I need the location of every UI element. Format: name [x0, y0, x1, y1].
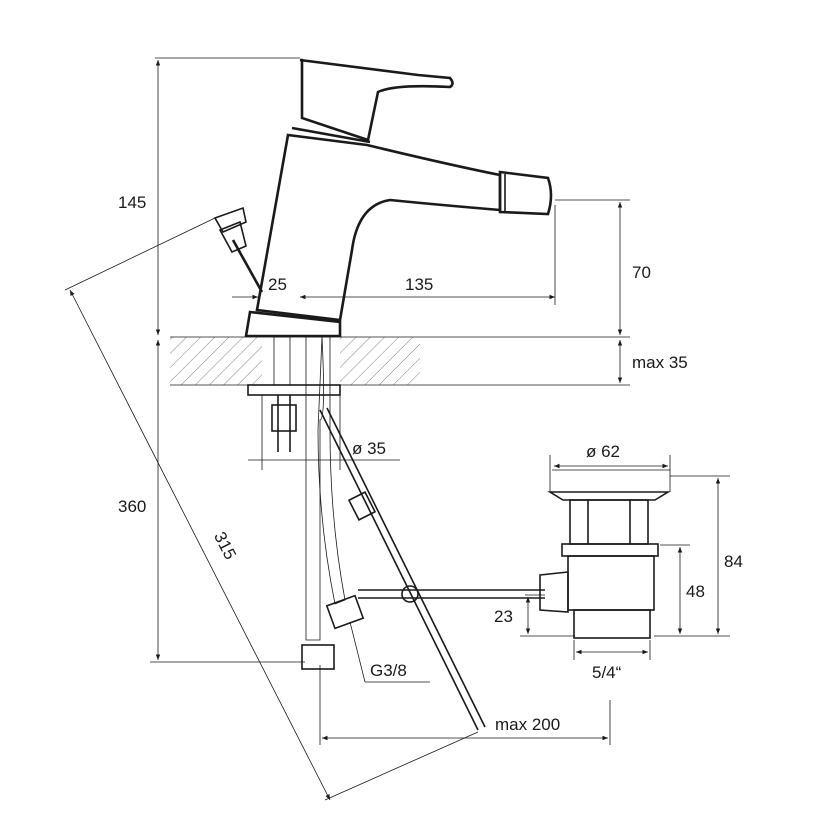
dim-connection: G3/8 [370, 661, 407, 680]
dim-deck-thickness: max 35 [632, 353, 688, 372]
dim-rod-length: 315 [210, 529, 240, 563]
dim-spout-height: 70 [632, 263, 651, 282]
dim-spout-reach: 135 [405, 275, 433, 294]
dim-max-reach: max 200 [495, 715, 560, 734]
dim-offset: 25 [268, 275, 287, 294]
dim-waste-outlet: 23 [494, 607, 513, 626]
dimension-lines [64, 57, 730, 801]
dim-waste-diameter: ø 62 [586, 442, 620, 461]
dim-thread-size: 5/4“ [592, 663, 622, 682]
countertop-section [170, 336, 420, 386]
dim-hole-diameter: ø 35 [352, 439, 386, 458]
dim-waste-height: 84 [724, 552, 743, 571]
waste-fitting [539, 491, 671, 639]
popup-knob [213, 206, 264, 293]
dim-waste-body: 48 [686, 582, 705, 601]
dim-overall-height: 145 [118, 193, 146, 212]
mixer-body [244, 58, 553, 338]
dim-total-length: 360 [118, 497, 146, 516]
